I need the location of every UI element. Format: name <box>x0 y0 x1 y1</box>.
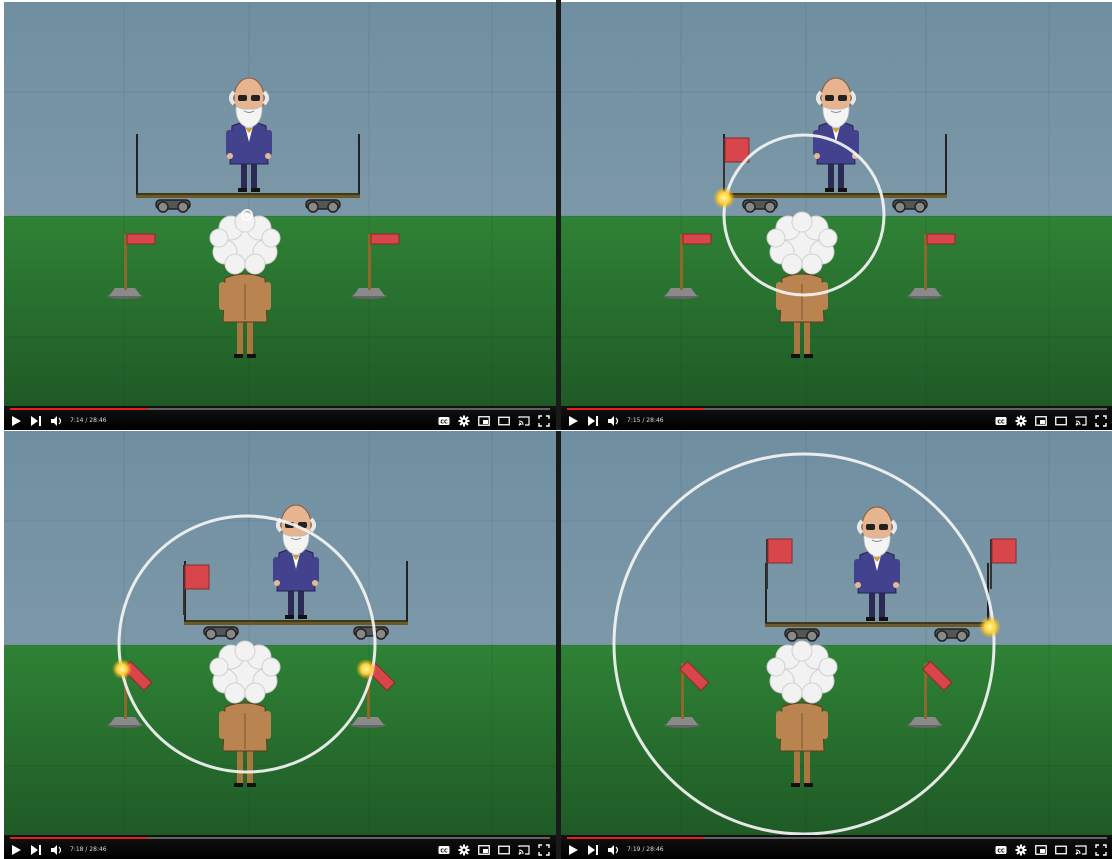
video-scene[interactable] <box>4 431 556 835</box>
play-icon[interactable] <box>567 415 579 427</box>
captions-icon[interactable] <box>995 844 1007 856</box>
fullscreen-icon[interactable] <box>538 415 550 427</box>
play-icon[interactable] <box>10 844 22 856</box>
cast-icon[interactable] <box>518 844 530 856</box>
theater-icon[interactable] <box>498 415 510 427</box>
cast-icon[interactable] <box>518 415 530 427</box>
progress-bar[interactable] <box>10 408 550 410</box>
next-icon[interactable] <box>30 415 42 427</box>
captions-icon[interactable] <box>995 415 1007 427</box>
progress-bar[interactable] <box>10 837 550 839</box>
video-scene[interactable] <box>561 431 1112 835</box>
play-icon[interactable] <box>10 415 22 427</box>
light-flash <box>713 187 735 209</box>
player-controls: 7:15 / 28:46 <box>561 406 1112 430</box>
player-controls: 7:18 / 28:46 <box>4 835 556 859</box>
progress-bar[interactable] <box>567 837 1107 839</box>
captions-icon[interactable] <box>438 415 450 427</box>
next-icon[interactable] <box>587 844 599 856</box>
progress-fill <box>567 837 704 839</box>
light-flash-right <box>356 659 376 679</box>
next-icon[interactable] <box>587 415 599 427</box>
video-frame-2[interactable]: 7:15 / 28:46 <box>561 2 1112 430</box>
cast-icon[interactable] <box>1075 844 1087 856</box>
miniplayer-icon[interactable] <box>1035 415 1047 427</box>
fullscreen-icon[interactable] <box>1095 844 1107 856</box>
time-display: 7:18 / 28:46 <box>70 844 107 856</box>
light-flash-left <box>112 659 132 679</box>
volume-icon[interactable] <box>50 415 62 427</box>
volume-icon[interactable] <box>607 415 619 427</box>
theater-icon[interactable] <box>498 844 510 856</box>
volume-icon[interactable] <box>607 844 619 856</box>
miniplayer-icon[interactable] <box>1035 844 1047 856</box>
light-flash <box>979 616 1001 638</box>
captions-icon[interactable] <box>438 844 450 856</box>
video-frame-3[interactable]: 7:18 / 28:46 <box>4 431 556 859</box>
progress-fill <box>10 837 147 839</box>
progress-fill <box>10 408 147 410</box>
settings-icon[interactable] <box>1015 844 1027 856</box>
video-frame-4[interactable]: 7:19 / 28:46 <box>561 431 1112 859</box>
theater-icon[interactable] <box>1055 844 1067 856</box>
theater-icon[interactable] <box>1055 415 1067 427</box>
fullscreen-icon[interactable] <box>538 844 550 856</box>
settings-icon[interactable] <box>458 415 470 427</box>
time-display: 7:14 / 28:46 <box>70 415 107 427</box>
time-display: 7:15 / 28:46 <box>627 415 664 427</box>
volume-icon[interactable] <box>50 844 62 856</box>
cast-icon[interactable] <box>1075 415 1087 427</box>
settings-icon[interactable] <box>458 844 470 856</box>
play-icon[interactable] <box>567 844 579 856</box>
progress-bar[interactable] <box>567 408 1107 410</box>
video-scene[interactable] <box>4 2 556 406</box>
player-controls: 7:19 / 28:46 <box>561 835 1112 859</box>
progress-fill <box>567 408 704 410</box>
miniplayer-icon[interactable] <box>478 844 490 856</box>
fullscreen-icon[interactable] <box>1095 415 1107 427</box>
time-display: 7:19 / 28:46 <box>627 844 664 856</box>
miniplayer-icon[interactable] <box>478 415 490 427</box>
player-controls: 7:14 / 28:46 <box>4 406 556 430</box>
grid-divider-horizontal <box>0 430 1112 431</box>
video-scene[interactable] <box>561 2 1112 406</box>
settings-icon[interactable] <box>1015 415 1027 427</box>
next-icon[interactable] <box>30 844 42 856</box>
video-frame-1[interactable]: 7:14 / 28:46 <box>4 2 556 430</box>
